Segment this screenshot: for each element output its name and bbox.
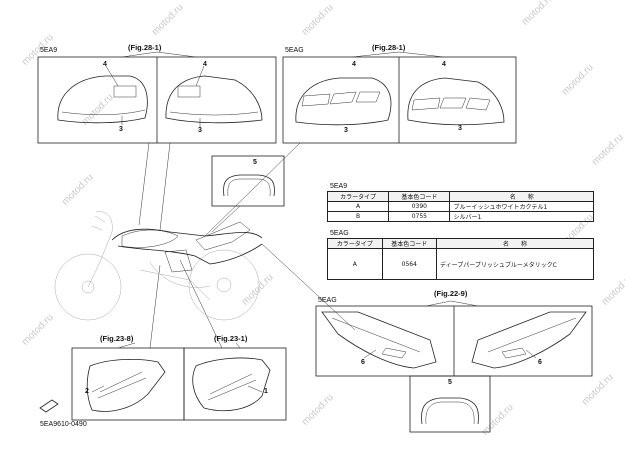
fig-ref-lower-right: (Fig.22-9) (434, 289, 468, 298)
box-handle-top (211, 155, 285, 207)
callout-5: 5 (448, 379, 452, 386)
seat-cowl-right (471, 311, 587, 369)
color-table-5ea9: カラータイプ 基本色コード 名 称 A 0390 ブルーイッシュホワイトカクテル… (326, 191, 594, 222)
bike-logo-icon (39, 399, 59, 413)
box-handle-bottom (409, 375, 491, 433)
yamaha-emblem-right (177, 85, 201, 98)
seat-cowl-left (321, 311, 437, 369)
callout-3: 3 (458, 125, 462, 132)
drawing-code: 5EA9610-0490 (40, 421, 87, 428)
callout-2: 2 (85, 388, 89, 395)
fig-ref-side-right: (Fig.23-1) (214, 334, 248, 343)
callout-1: 1 (264, 388, 268, 395)
tank-right-5eag (407, 77, 505, 126)
callout-4: 4 (352, 61, 356, 68)
table-header: 基本色コード (381, 238, 438, 249)
table-row: B 0755 シルバー1 (326, 211, 594, 222)
fig-ref-top-right: (Fig.28-1) (372, 43, 406, 52)
side-cover-right (192, 357, 271, 412)
color-table-5eag: カラータイプ 基本色コード 名 称 A 0564 ディープパープリッシュブルーメ… (327, 238, 594, 280)
table-5eag-code: 5EAG (330, 230, 349, 237)
tank-left-5eag (295, 77, 392, 126)
table-row: A 0564 ディープパープリッシュブルーメタリックC (327, 248, 594, 280)
table-header: 基本色コード (388, 191, 451, 202)
callout-3: 3 (198, 127, 202, 134)
callout-6: 6 (538, 359, 542, 366)
table-5ea9-code: 5EA9 (330, 183, 348, 190)
callout-4: 4 (203, 61, 207, 68)
fig-ref-top-left: (Fig.28-1) (128, 43, 162, 52)
callout-5: 5 (253, 159, 257, 166)
tank-right-5ea9 (165, 75, 263, 124)
table-header: カラータイプ (326, 191, 390, 202)
side-cover-left (86, 358, 166, 412)
callout-4: 4 (442, 61, 446, 68)
grab-handle-bottom (421, 397, 479, 425)
callout-3: 3 (119, 126, 123, 133)
tank-left-5ea9 (57, 75, 148, 124)
callout-6: 6 (361, 359, 365, 366)
table-header: 名 称 (449, 191, 594, 202)
yamaha-emblem-left (113, 85, 137, 98)
table-header: カラータイプ (327, 238, 383, 249)
fig-ref-side-left: (Fig.23-8) (100, 334, 134, 343)
table-row: A 0390 ブルーイッシュホワイトカクテル1 (326, 201, 594, 212)
box-side-cover-right (183, 347, 287, 421)
table-header: 名 称 (436, 238, 594, 249)
model-code-5ea9: 5EA9 (40, 47, 58, 54)
grab-handle-top (223, 174, 275, 197)
box-side-cover-left (71, 347, 185, 421)
box-5eag-tank (282, 56, 517, 144)
model-code-5eag-lower: 5EAG (318, 297, 337, 304)
model-code-5eag: 5EAG (285, 47, 304, 54)
callout-4: 4 (103, 61, 107, 68)
callout-3: 3 (344, 127, 348, 134)
motorcycle-silhouette (54, 211, 263, 321)
